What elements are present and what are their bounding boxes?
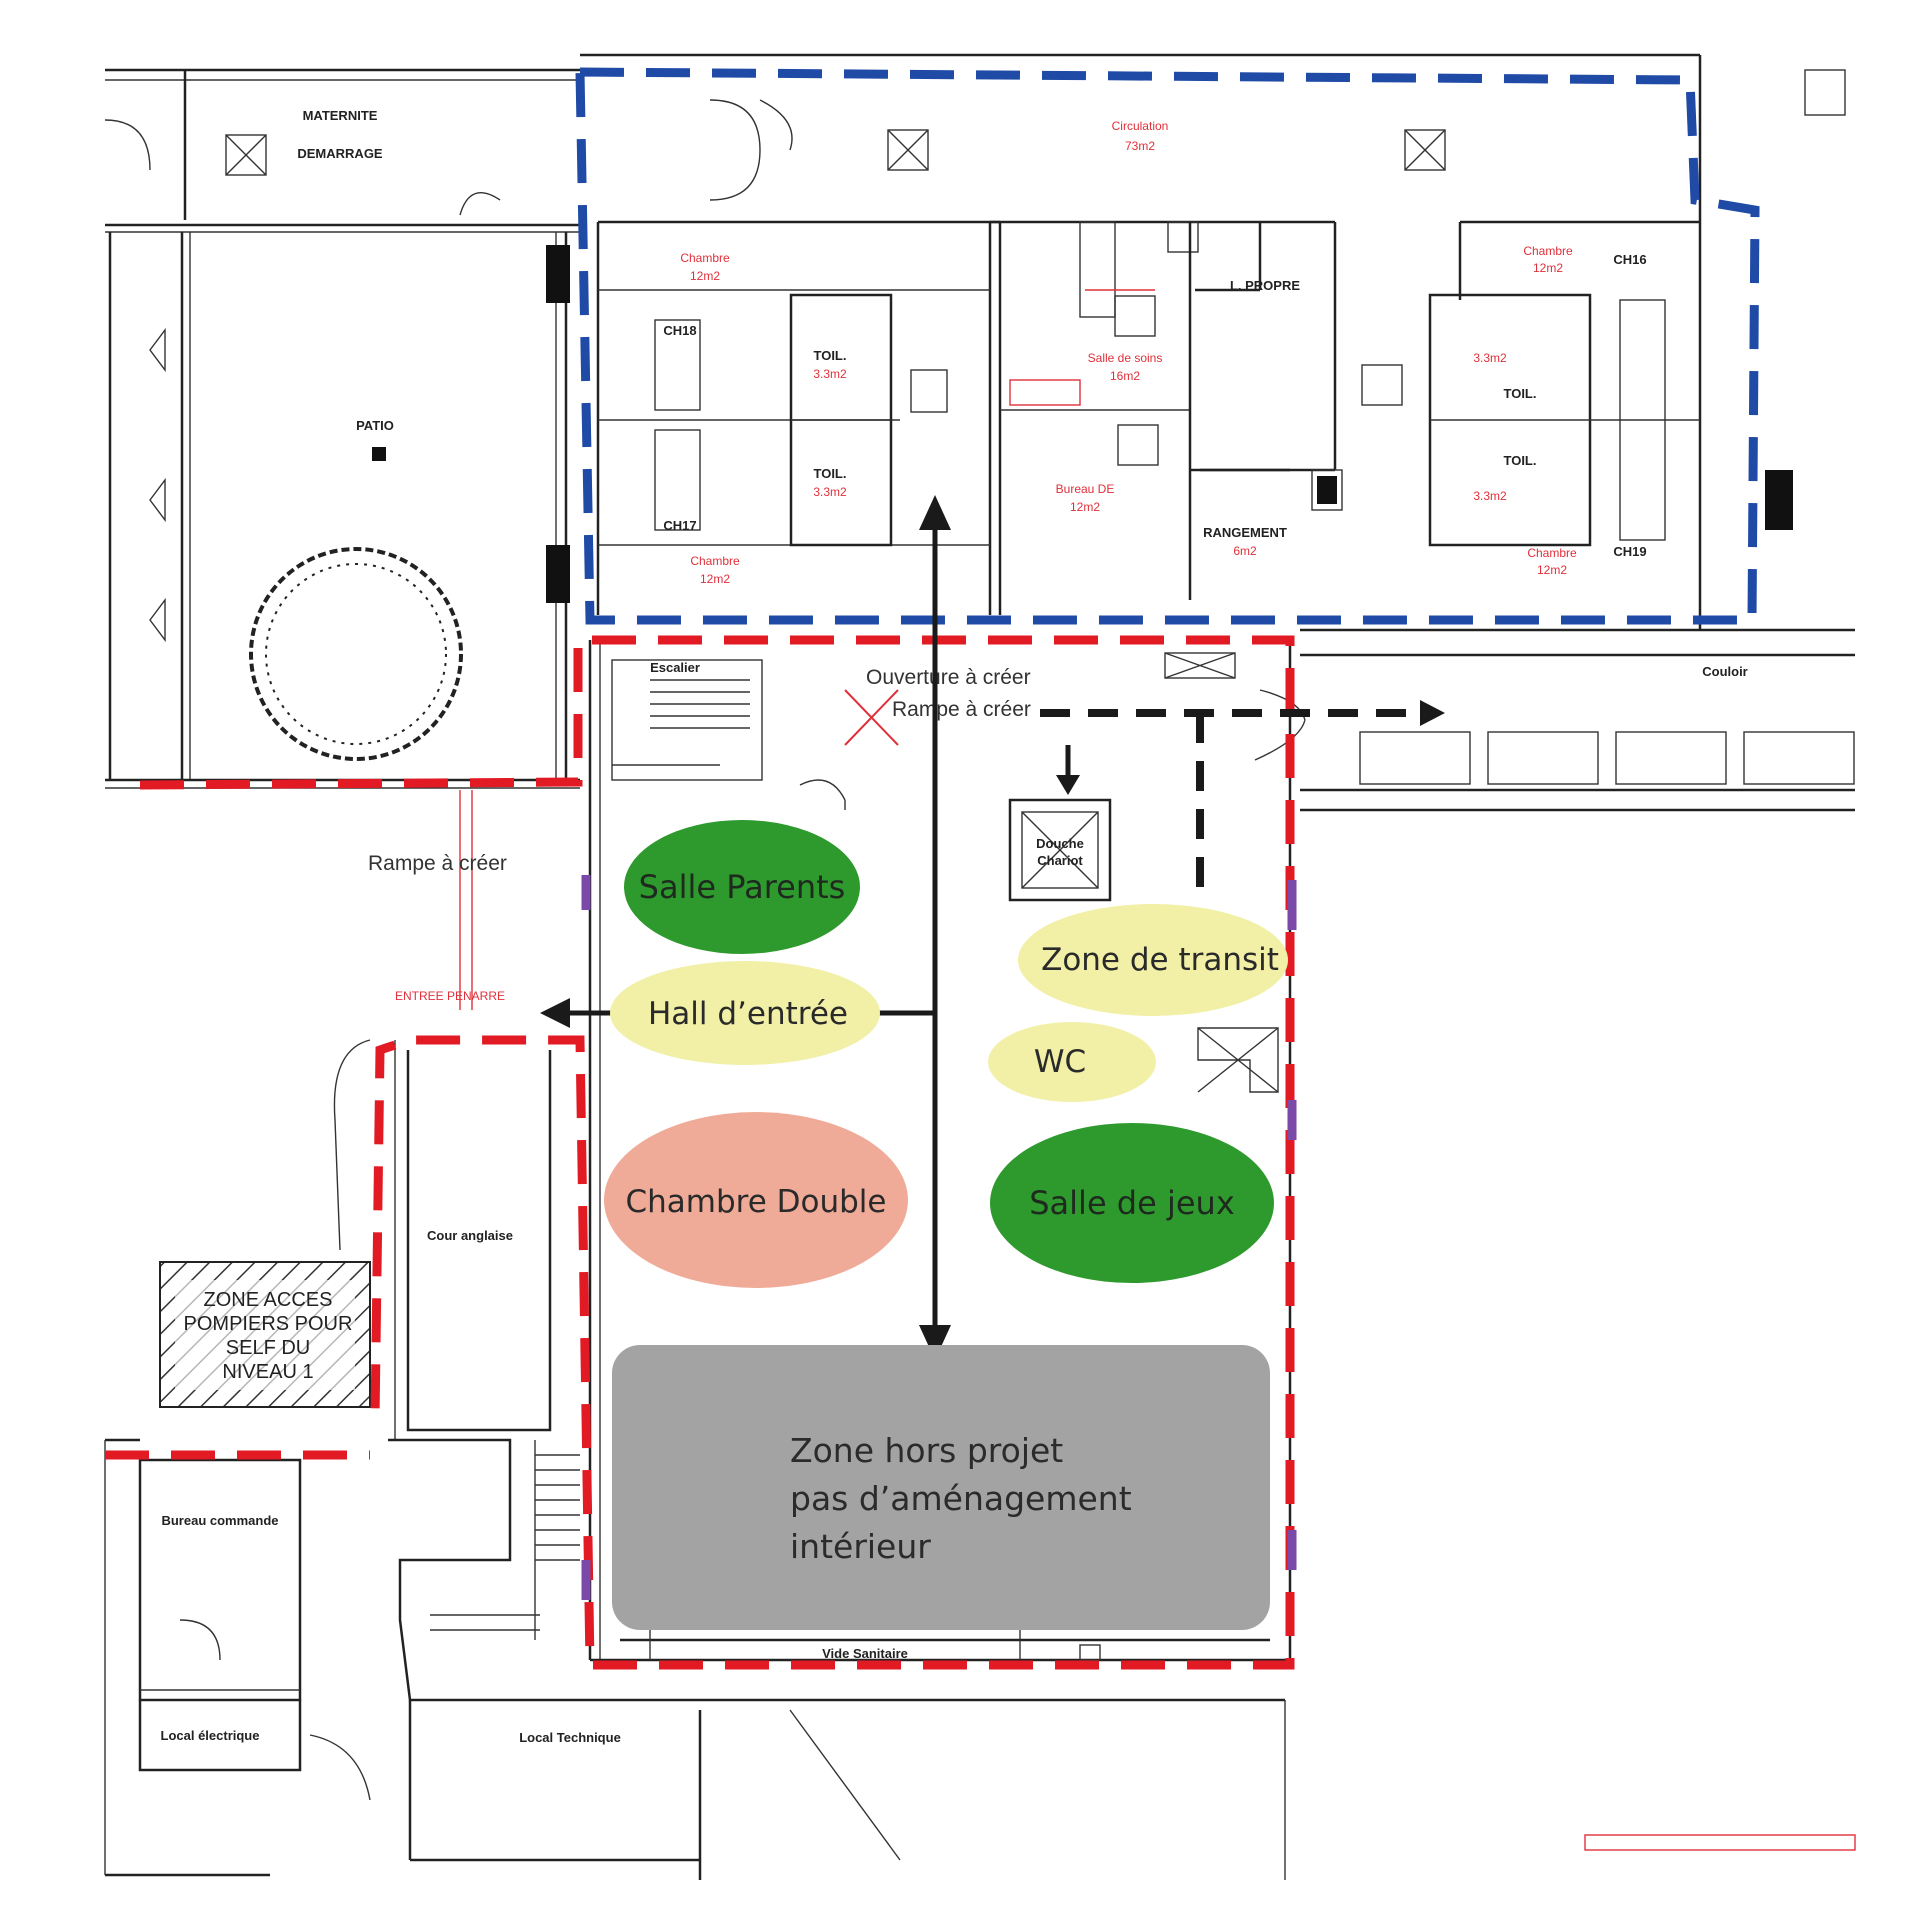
label-circulation: Circulation <box>1112 119 1169 133</box>
label-circulation-area: 73m2 <box>1125 139 1155 153</box>
stair-bottom <box>430 1440 580 1640</box>
label-toil-4: TOIL. <box>1504 453 1537 468</box>
label-toil-1: TOIL. <box>814 348 847 363</box>
label-chambre-tr-area: 12m2 <box>1533 261 1563 275</box>
arrow-head-right <box>1420 700 1445 726</box>
corridor-east <box>1300 628 1855 812</box>
zone-transit[interactable]: Zone de transit <box>1018 904 1288 1016</box>
label-vide-sanitaire: Vide Sanitaire <box>822 1646 908 1661</box>
label-escalier: Escalier <box>650 660 700 675</box>
label-rangement: RANGEMENT <box>1203 525 1287 540</box>
label-toil-3: TOIL. <box>1504 386 1537 401</box>
label-l-propre: L. PROPRE <box>1230 278 1300 293</box>
label-rangement-area: 6m2 <box>1233 544 1257 558</box>
label-couloir: Couloir <box>1702 664 1748 679</box>
label-chambre-tl-area: 12m2 <box>690 269 720 283</box>
label-toil-2: TOIL. <box>814 466 847 481</box>
boundary-upper-unit <box>575 67 1760 625</box>
zone-salle-parents[interactable]: Salle Parents <box>624 820 860 954</box>
label-rampe-left: Rampe à créer <box>368 852 507 875</box>
label-bureau-commande: Bureau commande <box>161 1513 278 1528</box>
arrow-head-up <box>919 495 951 530</box>
label-chambre-br-area: 12m2 <box>1537 563 1567 577</box>
label-douche: Douche <box>1036 836 1084 851</box>
label-ch19: CH19 <box>1613 544 1646 559</box>
label-local-technique: Local Technique <box>519 1730 621 1745</box>
label-toil-4-area: 3.3m2 <box>1473 489 1507 503</box>
label-salle-soins: Salle de soins <box>1088 351 1163 365</box>
zone-hors-projet-line-3: intérieur <box>790 1527 931 1566</box>
zone-wc[interactable]: WC <box>988 1022 1156 1102</box>
boundary-lower-unit <box>139 635 1295 1670</box>
label-rampe-top: Rampe à créer <box>892 698 1031 721</box>
label-toil-3-area: 3.3m2 <box>1473 351 1507 365</box>
zone-chambre-double-label: Chambre Double <box>625 1184 886 1220</box>
zone-salle-parents-label: Salle Parents <box>639 868 846 906</box>
fire-zone-line-1: ZONE ACCES <box>204 1289 333 1311</box>
arrow-head-shower <box>1056 775 1080 795</box>
label-salle-soins-area: 16m2 <box>1110 369 1140 383</box>
upper-unit-walls: CH18 CH17 TOIL. 3.3m2 TOIL. 3.3m2 <box>580 53 1846 630</box>
label-douche-b: Chariot <box>1037 853 1083 868</box>
fire-access-zone: ZONE ACCES POMPIERS POUR SELF DU NIVEAU … <box>159 1261 371 1408</box>
label-demarrage: DEMARRAGE <box>297 146 383 161</box>
arrow-head-left <box>540 998 570 1028</box>
zone-hors-projet-line-2: pas d’aménagement <box>790 1479 1132 1518</box>
arrow-head-down <box>919 1325 951 1360</box>
label-entree: ENTREE PENARRE <box>395 989 505 1003</box>
stair-top <box>611 659 763 781</box>
label-chambre-bl-area: 12m2 <box>700 572 730 586</box>
zone-hors-projet[interactable]: Zone hors projet pas d’aménagement intér… <box>612 1345 1270 1630</box>
fire-zone-line-4: NIVEAU 1 <box>222 1361 313 1383</box>
label-chambre-br: Chambre <box>1527 546 1577 560</box>
label-ch16: CH16 <box>1613 252 1646 267</box>
label-patio: PATIO <box>356 418 394 433</box>
zone-hall-entree-label: Hall d’entrée <box>648 996 848 1032</box>
label-chambre-tl: Chambre <box>680 251 730 265</box>
label-local-electrique: Local électrique <box>161 1728 260 1743</box>
label-ouverture: Ouverture à créer <box>866 666 1031 689</box>
zone-hall-entree[interactable]: Hall d’entrée <box>610 961 880 1065</box>
zone-transit-label: Zone de transit <box>1041 942 1279 978</box>
southwest-annex: Cour anglaise Bureau commande Local élec… <box>104 790 1856 1880</box>
zone-hors-projet-line-1: Zone hors projet <box>790 1431 1063 1470</box>
label-toil-1-area: 3.3m2 <box>813 367 847 381</box>
label-cour-anglaise: Cour anglaise <box>427 1228 513 1243</box>
zone-salle-jeux[interactable]: Salle de jeux <box>990 1123 1274 1283</box>
zone-wc-label: WC <box>1034 1044 1086 1080</box>
fire-zone-line-2: POMPIERS POUR <box>184 1313 353 1335</box>
label-bureau-de: Bureau DE <box>1056 482 1115 496</box>
label-chambre-bl: Chambre <box>690 554 740 568</box>
label-maternite: MATERNITE <box>303 108 378 123</box>
label-toil-2-area: 3.3m2 <box>813 485 847 499</box>
label-chambre-tr: Chambre <box>1523 244 1573 258</box>
label-ch18: CH18 <box>663 323 696 338</box>
label-bureau-de-area: 12m2 <box>1070 500 1100 514</box>
west-wing-walls <box>104 68 580 789</box>
fire-zone-line-3: SELF DU <box>226 1337 310 1359</box>
zone-salle-jeux-label: Salle de jeux <box>1029 1184 1235 1222</box>
zone-chambre-double[interactable]: Chambre Double <box>604 1112 908 1288</box>
label-ch17: CH17 <box>663 518 696 533</box>
